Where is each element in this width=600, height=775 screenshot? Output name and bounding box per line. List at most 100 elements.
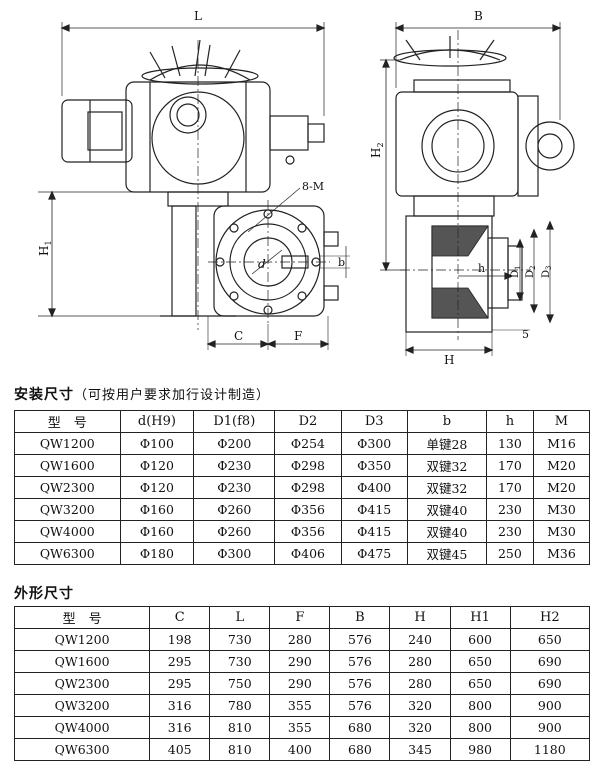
table-cell: 1180 <box>509 738 591 761</box>
model-cell: QW1200 <box>13 628 151 651</box>
table-cell: 双键32 <box>406 476 487 499</box>
table-cell: 295 <box>149 650 211 673</box>
table-cell: 980 <box>449 738 511 761</box>
dim-b: b <box>338 256 345 269</box>
column-header: D2 <box>274 410 342 433</box>
table-cell: 双键45 <box>406 542 487 565</box>
table-cell: 290 <box>269 672 331 695</box>
model-cell: QW3200 <box>14 498 121 521</box>
table-cell: 750 <box>209 672 271 695</box>
table-cell: 900 <box>509 716 591 739</box>
table-cell: 690 <box>509 672 591 695</box>
table-cell: Φ120 <box>119 476 195 499</box>
dim-H: H <box>444 353 454 367</box>
table-cell: Φ200 <box>193 432 276 455</box>
table-cell: Φ406 <box>274 542 342 565</box>
table-cell: Φ230 <box>193 454 276 477</box>
dim-D3: D3 <box>541 266 553 279</box>
table-cell: Φ254 <box>274 432 342 455</box>
model-cell: QW2300 <box>14 476 121 499</box>
table-cell: Φ260 <box>193 520 276 543</box>
dim-D2: D2 <box>525 266 537 279</box>
dim-L: L <box>194 9 202 23</box>
table-cell: 576 <box>329 672 391 695</box>
model-cell: QW2300 <box>13 672 151 695</box>
install-title-text: 安装尺寸 <box>14 387 74 403</box>
side-view <box>380 22 575 356</box>
install-title-note: （可按用户要求加行设计制造） <box>74 388 271 403</box>
table-cell: Φ415 <box>340 520 408 543</box>
column-header: M <box>532 410 591 433</box>
actuator-technical-drawing: L B H1 H2 8-M d b C F H h 5 D1 D2 D3 <box>37 9 575 367</box>
table-cell: 295 <box>149 672 211 695</box>
table-cell: 680 <box>329 716 391 739</box>
table-cell: M20 <box>532 454 591 477</box>
model-cell: QW3200 <box>13 694 151 717</box>
model-cell: QW1600 <box>14 454 121 477</box>
column-header: H2 <box>509 606 591 629</box>
table-cell: 280 <box>389 650 451 673</box>
dim-M: 8-M <box>302 180 324 193</box>
table-cell: Φ400 <box>340 476 408 499</box>
table-cell: Φ160 <box>119 520 195 543</box>
table-cell: 810 <box>209 716 271 739</box>
table-cell: Φ475 <box>340 542 408 565</box>
table-cell: 355 <box>269 694 331 717</box>
model-cell: QW6300 <box>13 738 151 761</box>
install-dimensions-title: 安装尺寸（可按用户要求加行设计制造） <box>14 384 270 404</box>
table-cell: Φ298 <box>274 476 342 499</box>
table-cell: 780 <box>209 694 271 717</box>
column-header: F <box>269 606 331 629</box>
table-cell: 576 <box>329 694 391 717</box>
column-header: B <box>329 606 391 629</box>
dim-d: d <box>258 257 266 271</box>
dim-D1: D1 <box>510 266 522 279</box>
table-cell: Φ356 <box>274 498 342 521</box>
table-cell: 230 <box>485 520 534 543</box>
table-cell: 280 <box>269 628 331 651</box>
table-cell: Φ298 <box>274 454 342 477</box>
table-cell: 810 <box>209 738 271 761</box>
table-cell: 250 <box>485 542 534 565</box>
table-cell: 316 <box>149 716 211 739</box>
table-cell: Φ160 <box>119 498 195 521</box>
table-cell: 170 <box>485 454 534 477</box>
column-header: C <box>149 606 211 629</box>
dim-C: C <box>234 329 243 343</box>
column-header: D3 <box>340 410 408 433</box>
table-cell: 170 <box>485 476 534 499</box>
table-cell: 800 <box>449 716 511 739</box>
table-cell: Φ260 <box>193 498 276 521</box>
table-cell: 320 <box>389 716 451 739</box>
table-cell: 320 <box>389 694 451 717</box>
table-cell: 290 <box>269 650 331 673</box>
column-header: D1(f8) <box>193 410 276 433</box>
table-cell: 576 <box>329 628 391 651</box>
table-cell: 650 <box>509 628 591 651</box>
table-cell: 345 <box>389 738 451 761</box>
table-cell: Φ300 <box>340 432 408 455</box>
table-cell: 230 <box>485 498 534 521</box>
dim-H2: H2 <box>369 142 385 158</box>
table-cell: 双键40 <box>406 520 487 543</box>
table-cell: 730 <box>209 650 271 673</box>
table-cell: 单键28 <box>406 432 487 455</box>
table-cell: 280 <box>389 672 451 695</box>
column-header: L <box>209 606 271 629</box>
table-cell: 198 <box>149 628 211 651</box>
table-cell: Φ350 <box>340 454 408 477</box>
table-cell: 650 <box>449 650 511 673</box>
dim-F: F <box>294 329 302 343</box>
dim-h: h <box>478 262 485 275</box>
outline-title-text: 外形尺寸 <box>14 586 74 602</box>
